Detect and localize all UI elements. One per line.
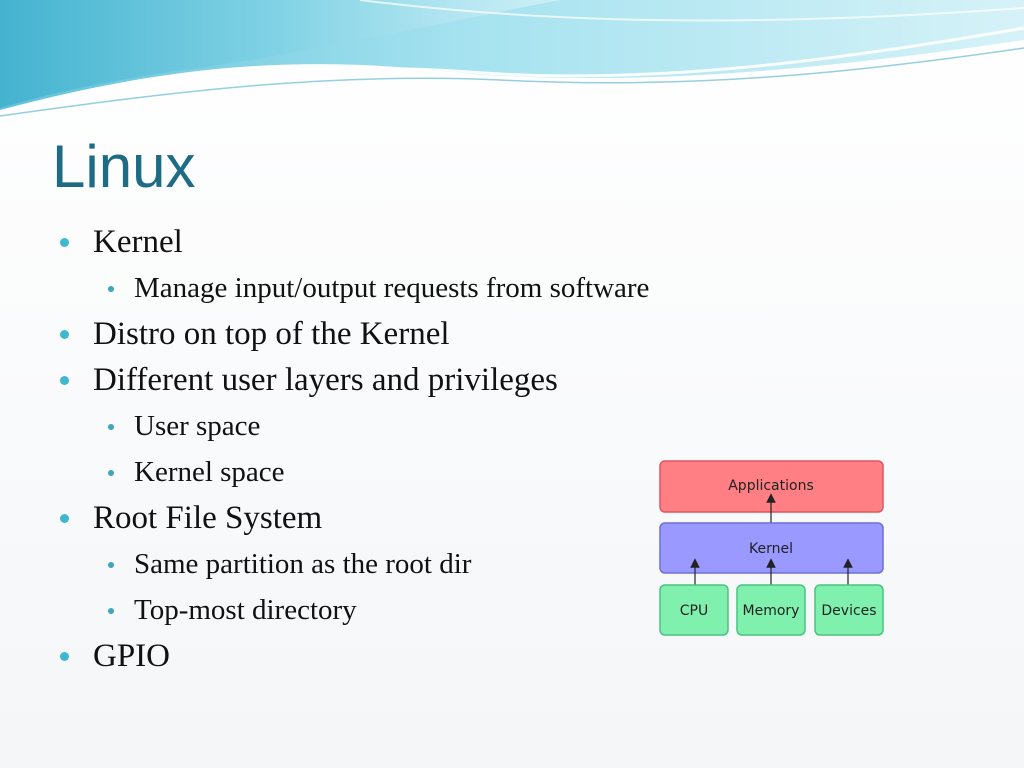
cpu-label: CPU (680, 603, 708, 619)
bullet-text: Kernel (93, 224, 183, 260)
bullet-text: GPIO (93, 638, 171, 674)
bullet-dot-icon (60, 514, 69, 523)
memory-box (736, 584, 806, 636)
header-wave-decoration (0, 0, 1024, 117)
sub-bullet-item: Same partition as the root dir (60, 541, 660, 587)
bullet-item: Root File System (60, 495, 660, 541)
bullet-text: User space (134, 410, 261, 442)
memory-label: Memory (743, 603, 800, 619)
linux-architecture-diagram: Applications Kernel CPU Memory Devices (659, 460, 884, 636)
bullet-text: Root File System (93, 500, 323, 536)
bullet-dot-icon (60, 238, 69, 247)
bullet-text: Kernel space (134, 456, 285, 488)
devices-label: Devices (821, 603, 876, 619)
bullet-dot-icon (108, 286, 114, 292)
cpu-box (659, 584, 729, 636)
bullet-text: Top-most directory (134, 594, 357, 626)
bullet-dot-icon (108, 562, 114, 568)
sub-bullet-item: Manage input/output requests from softwa… (60, 265, 660, 311)
bullet-text: Same partition as the root dir (134, 548, 472, 580)
slide-title: Linux (52, 133, 196, 200)
bullet-item: Distro on top of the Kernel (60, 311, 660, 357)
bullet-item: Different user layers and privileges (60, 357, 660, 403)
bullet-text: Different user layers and privileges (93, 362, 558, 398)
bullet-item: GPIO (60, 633, 660, 679)
bullet-text: Distro on top of the Kernel (93, 316, 450, 352)
bullet-dot-icon (60, 376, 69, 385)
devices-box (814, 584, 884, 636)
sub-bullet-item: Top-most directory (60, 587, 660, 633)
bullet-dot-icon (108, 608, 114, 614)
bullet-text: Manage input/output requests from softwa… (134, 272, 650, 304)
sub-bullet-item: Kernel space (60, 449, 660, 495)
applications-label: Applications (728, 478, 814, 494)
bullet-dot-icon (60, 652, 69, 661)
bullet-dot-icon (60, 330, 69, 339)
kernel-label: Kernel (749, 541, 793, 557)
bullet-dot-icon (108, 470, 114, 476)
sub-bullet-item: User space (60, 403, 660, 449)
bullet-item: Kernel (60, 219, 660, 265)
bullet-dot-icon (108, 424, 114, 430)
